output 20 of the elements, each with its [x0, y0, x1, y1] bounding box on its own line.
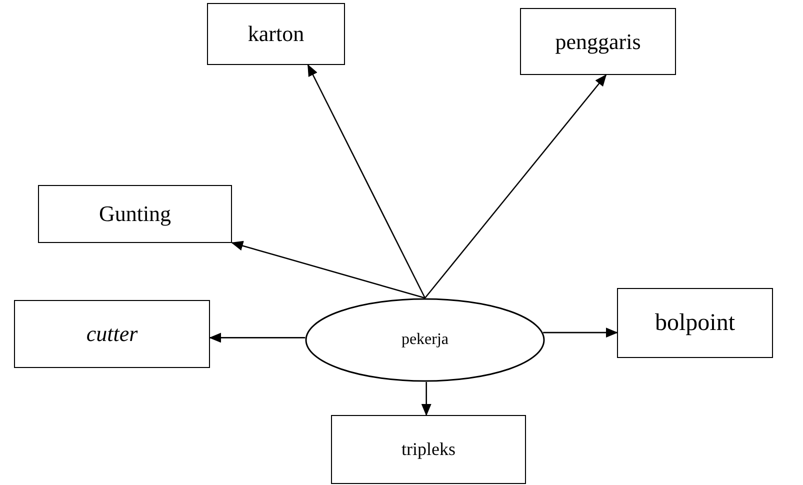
arrow [209, 332, 306, 343]
ellipse-node [305, 298, 545, 382]
node-label: tripleks [402, 439, 456, 460]
node-label: penggaris [555, 28, 641, 54]
arrow [543, 328, 618, 338]
process-box [14, 300, 210, 368]
process-box [331, 415, 526, 484]
process-box [520, 8, 676, 75]
node-label: pekerja [401, 331, 449, 349]
node-label: cutter [86, 321, 138, 347]
arrow [231, 240, 426, 299]
node-label: bolpoint [654, 310, 735, 336]
process-box [207, 3, 345, 65]
process-box [617, 288, 773, 358]
process-box [38, 185, 232, 243]
arrow [307, 64, 426, 298]
arrow [421, 382, 432, 416]
node-label: karton [248, 21, 304, 47]
arrow [424, 74, 607, 298]
node-label: Gunting [98, 201, 172, 227]
